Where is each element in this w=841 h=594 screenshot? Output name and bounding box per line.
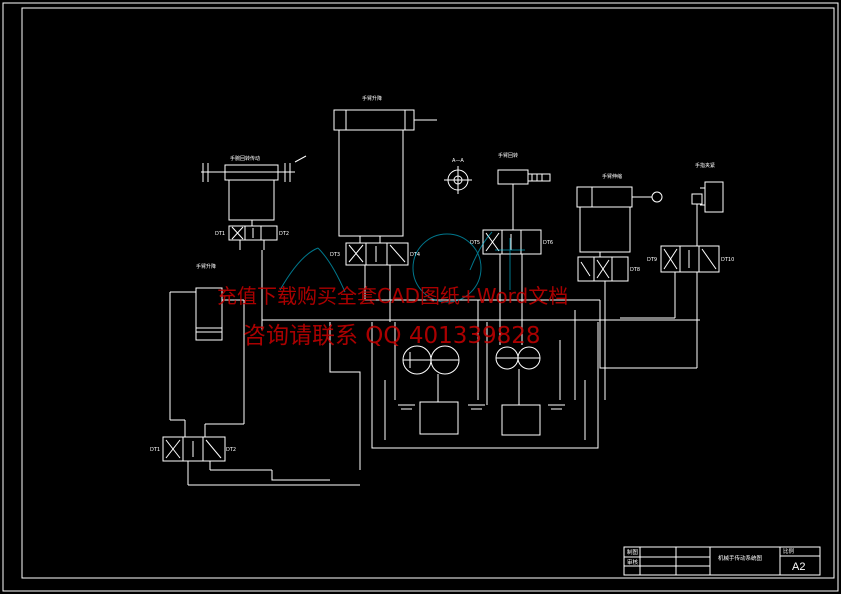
valve-5-right-label: DT10 <box>721 257 734 263</box>
valve-3-left-label: DT5 <box>470 240 480 246</box>
arm-extend-assembly: 手臂伸缩 DT8 <box>576 173 663 300</box>
wrist-rotate-assembly: 手腕回转传动 DT1 DT2 <box>201 155 307 330</box>
title-block-row-1: 制图 <box>627 548 639 556</box>
arm-rotate-small-label: A—A <box>452 158 464 164</box>
sheet-size: A2 <box>792 561 805 573</box>
valve-6-left-label: DT1 <box>150 447 160 453</box>
valve-3-right-label: DT6 <box>543 240 553 246</box>
arm-rotate-assembly: A—A 手臂回转 DT5 DT6 <box>444 152 553 345</box>
drawing-border <box>21 7 835 579</box>
pump-station <box>188 282 700 486</box>
arm-extend-label: 手臂伸缩 <box>602 173 622 180</box>
valve-5-left-label: DT9 <box>647 257 657 263</box>
watermark-line-2: 咨询请联系 QQ 401339828 <box>243 323 541 349</box>
wrist-rotate-label: 手腕回转传动 <box>230 155 260 162</box>
gripper-label: 手指夹紧 <box>695 162 715 169</box>
watermark-line-1: 充值下载购买全套CAD图纸+Word文档 <box>217 284 568 308</box>
arm-lift-label: 手臂升降 <box>362 95 382 102</box>
valve-4-right-label: DT8 <box>630 267 640 273</box>
valve-1-left-label: DT1 <box>215 231 225 237</box>
title-block: 制图 审核 机械手传动系统图 比例 A2 <box>623 546 821 576</box>
title-block-scale-label: 比例 <box>783 547 795 555</box>
valve-1-right-label: DT2 <box>279 231 289 237</box>
valve-6-right-label: DT2 <box>226 447 236 453</box>
drawing-title: 机械手传动系统图 <box>718 554 763 562</box>
arm-rotate-label: 手臂回转 <box>498 152 518 159</box>
watermark-logo <box>279 231 525 303</box>
left-cylinder-assembly: 手臂升降 DT1 DT2 <box>150 263 272 485</box>
valve-2-left-label: DT3 <box>330 252 340 258</box>
left-cylinder-label: 手臂升降 <box>196 263 216 270</box>
title-block-row-2: 审核 <box>627 558 639 566</box>
